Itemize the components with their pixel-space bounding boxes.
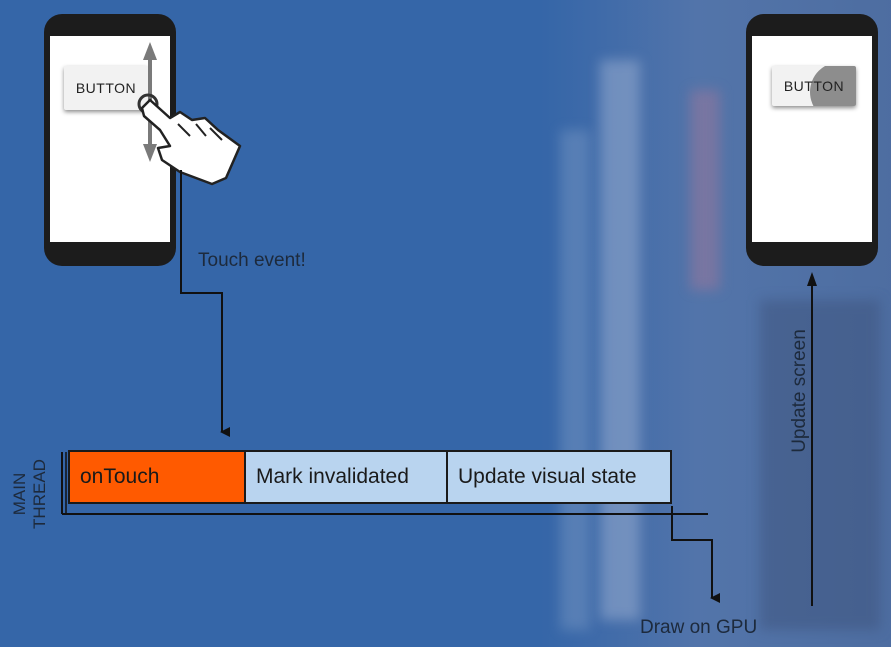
left-phone-button-label: BUTTON — [75, 80, 137, 96]
right-phone-button-ripple — [810, 66, 856, 106]
main-thread-label-line2: THREAD — [30, 459, 49, 529]
touch-event-label: Touch event! — [198, 250, 306, 271]
background-blur-stripe — [690, 90, 720, 290]
touch-event-connector — [180, 170, 230, 437]
main-thread-label-line1: MAIN — [10, 472, 29, 516]
draw-on-gpu-label: Draw on GPU — [640, 617, 758, 638]
right-phone-button-label: BUTTON — [783, 78, 845, 94]
hand-pointer-icon — [137, 93, 242, 186]
draw-gpu-connector — [671, 506, 720, 603]
task-update-visual-state: Update visual state — [446, 450, 672, 504]
task-update-visual-state-label: Update visual state — [458, 465, 637, 488]
task-ontouch: onTouch — [68, 450, 246, 504]
left-phone-button[interactable]: BUTTON — [64, 66, 148, 110]
background-blur-stripe — [760, 300, 880, 630]
right-phone: BUTTON — [746, 14, 878, 266]
background-blur-stripe — [600, 60, 640, 620]
task-mark-invalidated: Mark invalidated — [244, 450, 448, 504]
task-ontouch-label: onTouch — [80, 465, 160, 488]
right-phone-button[interactable]: BUTTON — [772, 66, 856, 106]
update-screen-label: Update screen — [789, 329, 810, 453]
update-screen-arrow — [807, 272, 817, 606]
background-blur-stripe — [560, 130, 590, 630]
main-thread-label: MAIN THREAD — [10, 424, 50, 564]
task-mark-invalidated-label: Mark invalidated — [256, 465, 409, 488]
